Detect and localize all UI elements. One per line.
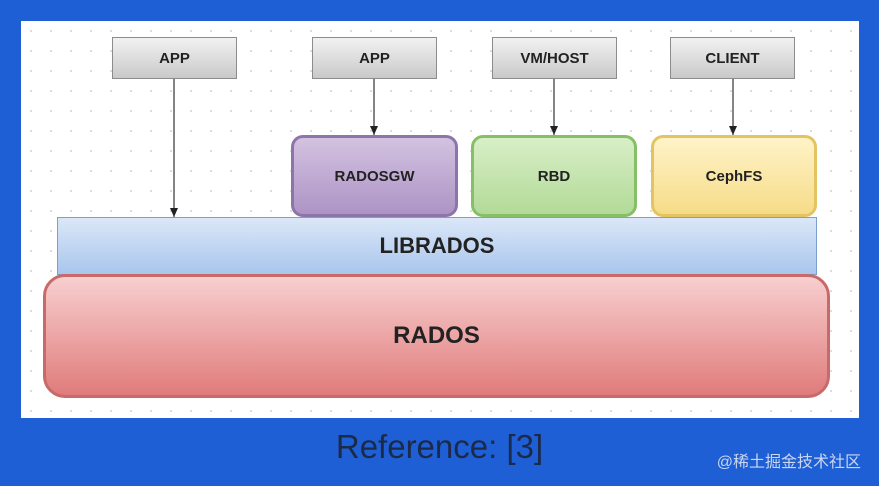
watermark-text: @稀土掘金技术社区 <box>716 454 861 471</box>
app-box-1: APP <box>112 37 237 79</box>
rbd-box: RBD <box>471 135 637 217</box>
reference-caption: Reference: [3] <box>335 428 544 465</box>
client-box: CLIENT <box>670 37 795 79</box>
diagram-canvas: APP APP VM/HOST CLIENT RADOSGW RBD CephF… <box>21 21 859 418</box>
app-box-2: APP <box>312 37 437 79</box>
vm-host-box: VM/HOST <box>492 37 617 79</box>
radosgw-box: RADOSGW <box>291 135 458 217</box>
arrow-layer <box>170 79 737 217</box>
rados-layer: RADOS <box>43 274 830 398</box>
cephfs-box: CephFS <box>651 135 817 217</box>
librados-layer: LIBRADOS <box>57 217 817 275</box>
